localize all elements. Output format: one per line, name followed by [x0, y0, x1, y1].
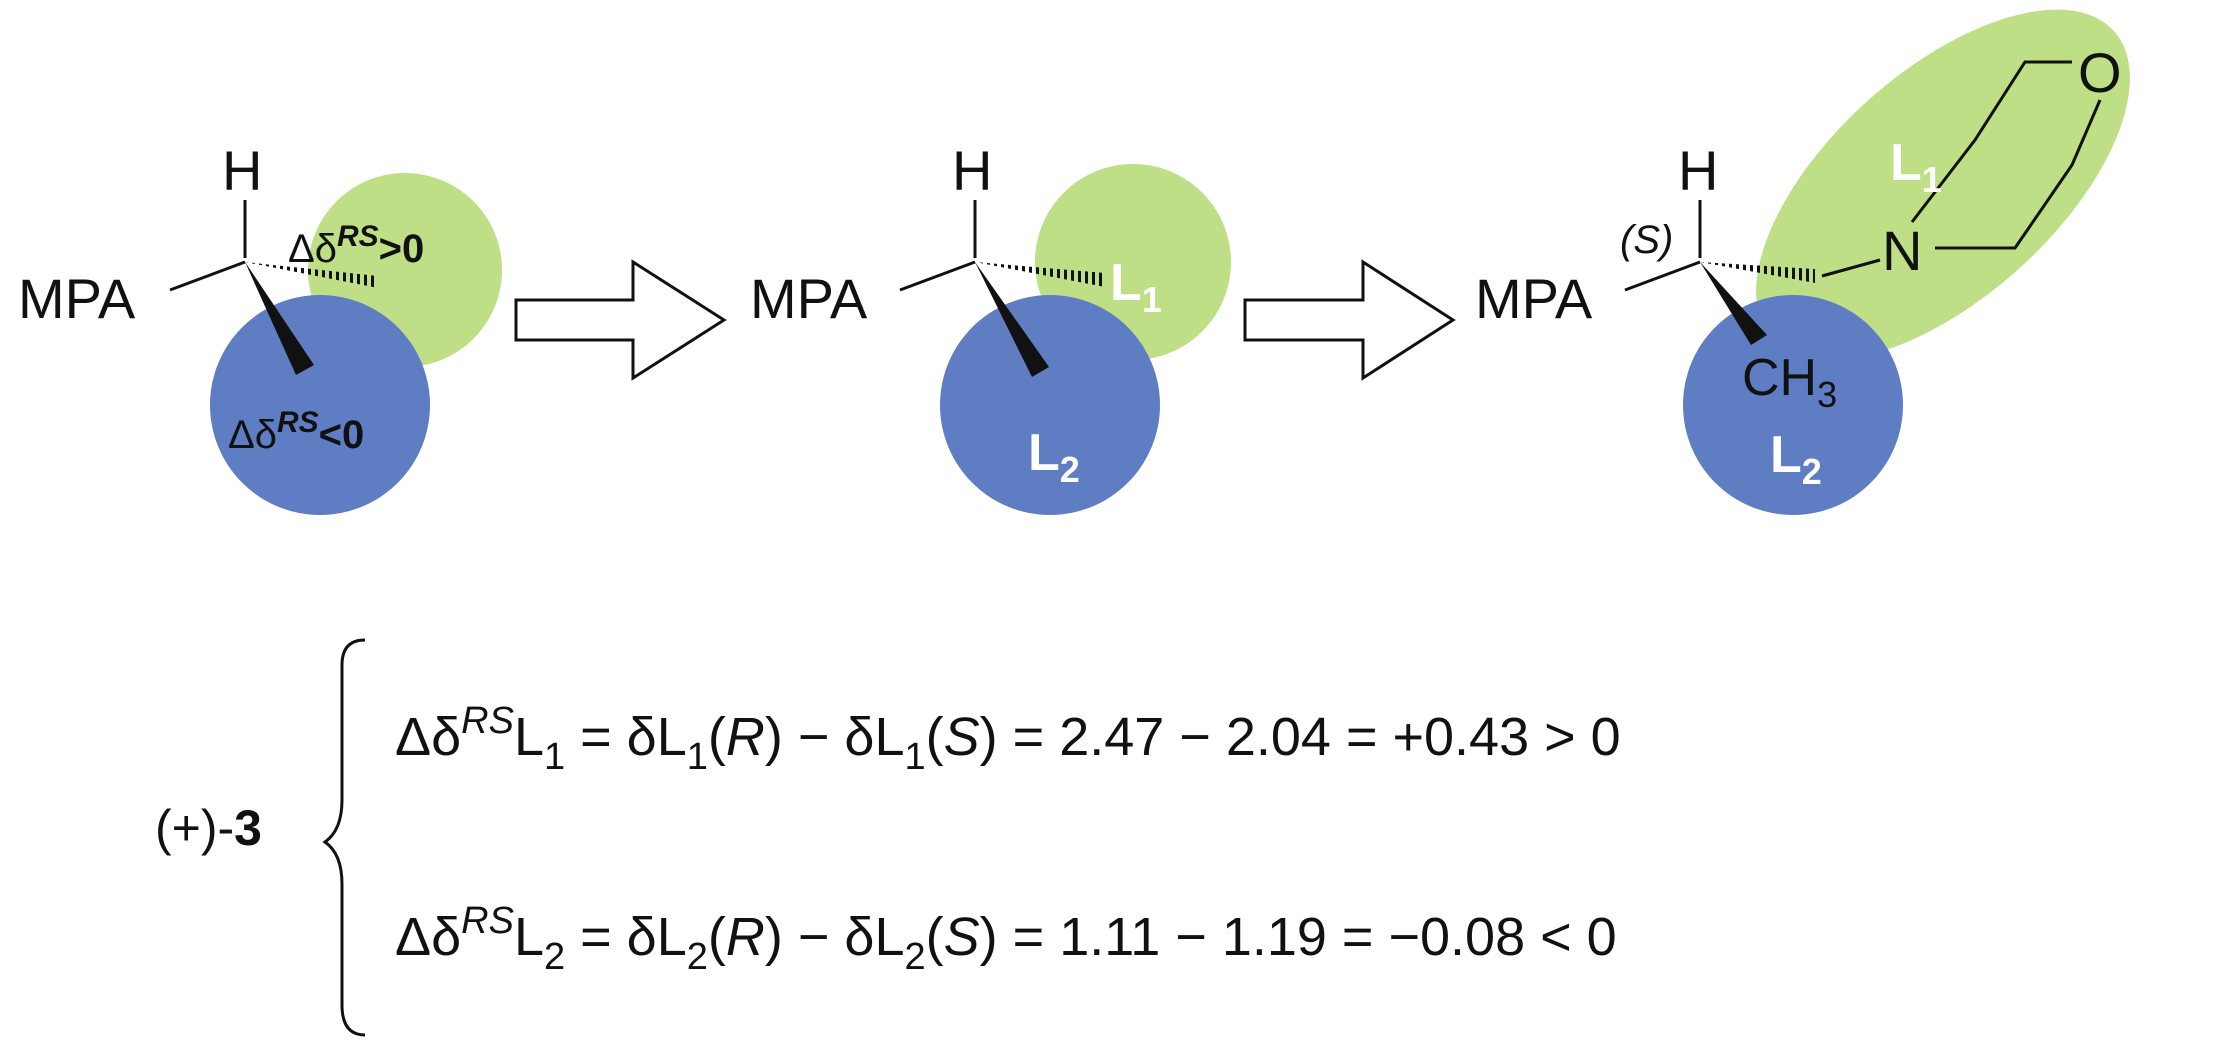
stereo-config-label: (S): [1620, 218, 1673, 262]
wedge-bond: [975, 262, 1049, 377]
oxygen-atom: O: [2078, 41, 2122, 104]
bond-c-n: [1821, 258, 1881, 278]
equation-l1: ΔδRSL1 = δL1(R) − δL1(S) = 2.47 − 2.04 =…: [395, 700, 1621, 778]
bond-mpa-c: [1624, 260, 1701, 292]
mpa-group: MPA: [1475, 267, 1593, 330]
l1-label: L1: [1110, 254, 1162, 320]
morpholine-ring-lower: [1935, 99, 2102, 250]
blue-region: [210, 295, 430, 515]
green-region: [1756, 9, 2130, 361]
blue-region: [1683, 295, 1903, 515]
l2-label: L2: [1028, 424, 1080, 490]
arrow-right-2: [1243, 259, 1456, 381]
hydrogen-atom: H: [222, 139, 262, 202]
hydrogen-atom: H: [1678, 139, 1718, 202]
equation-l2: ΔδRSL2 = δL2(R) − δL2(S) = 1.11 − 1.19 =…: [395, 900, 1617, 978]
delta-positive-label: ΔδRS>0: [288, 220, 424, 271]
wedge-bond: [1700, 262, 1767, 345]
morpholine-ring-upper: [1910, 60, 2072, 223]
panel-compound-3: H MPA (S) N O L1 CH3 L2: [1475, 9, 2130, 515]
panel-ligand-assignment: H MPA L1 L2: [750, 139, 1231, 515]
l2-label: L2: [1770, 426, 1822, 492]
wedge-bond: [245, 262, 314, 375]
hydrogen-atom: H: [952, 139, 992, 202]
methyl-group: CH3: [1742, 349, 1837, 415]
bond-mpa-c: [169, 260, 246, 292]
hashed-bond: [245, 262, 378, 288]
delta-negative-label: ΔδRS<0: [228, 406, 364, 457]
hashed-bond: [975, 262, 1105, 287]
compound-label: (+)-3: [155, 800, 262, 856]
nitrogen-atom: N: [1882, 219, 1922, 282]
bond-mpa-c: [899, 260, 976, 292]
l1-label: L1: [1890, 134, 1942, 200]
hashed-bond: [1700, 262, 1815, 283]
mpa-group: MPA: [18, 267, 136, 330]
arrow-right-1: [514, 259, 727, 381]
panel-general-model: H MPA ΔδRS>0 ΔδRS<0: [18, 139, 502, 515]
left-brace: [322, 638, 366, 1037]
blue-region: [940, 295, 1160, 515]
mpa-group: MPA: [750, 267, 868, 330]
